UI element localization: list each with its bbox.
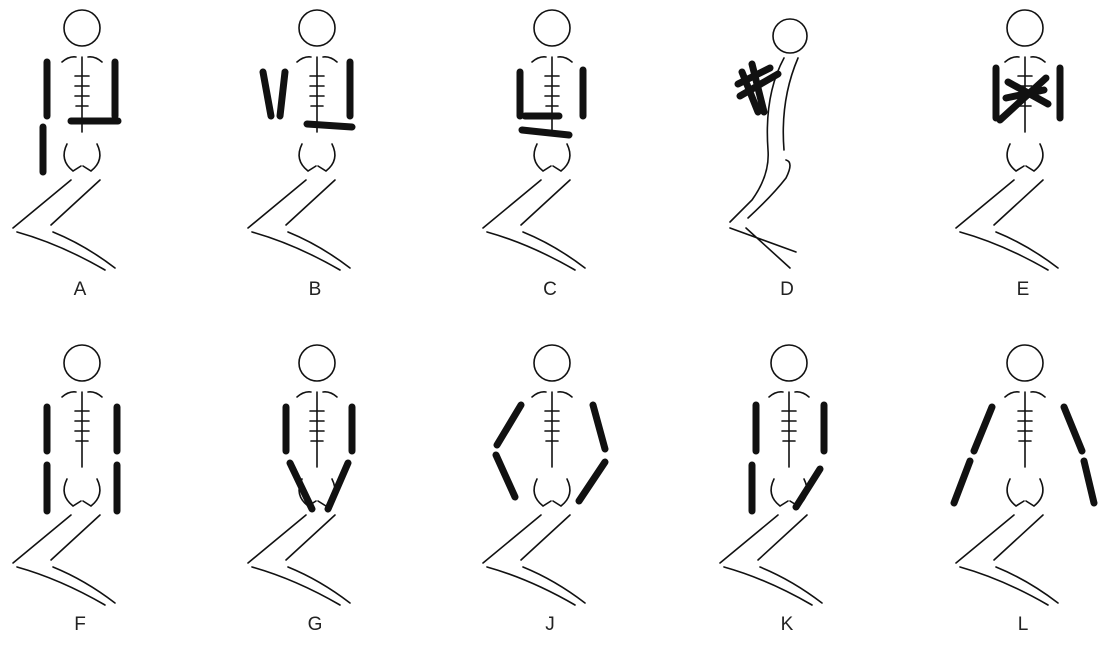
- skeleton-outline: [730, 19, 807, 268]
- panel-label: F: [5, 615, 155, 635]
- panel-j: both arms bent, forearms angled toward t…: [475, 335, 625, 635]
- arm-bones: [263, 62, 352, 127]
- skeleton-c: right arm along side with forearm across…: [475, 0, 625, 270]
- panel-label: D: [712, 280, 862, 300]
- panel-a: right arm straight along side; left fore…: [5, 0, 155, 300]
- skeleton-b: right arm slightly angled at side; left …: [240, 0, 390, 270]
- panel-g: both forearms angled inward over the pel…: [240, 335, 390, 635]
- panel-label: C: [475, 280, 625, 300]
- panel-d: side view, arms tightly flexed against u…: [712, 0, 862, 300]
- panel-label: A: [5, 280, 155, 300]
- skeleton-e: both forearms crossed over the chest: [948, 0, 1098, 270]
- skeleton-j: both arms bent, forearms angled toward t…: [475, 335, 625, 605]
- skeleton-k: right arm straight at side; left forearm…: [712, 335, 862, 605]
- panel-c: right arm along side with forearm across…: [475, 0, 625, 300]
- skeleton-a: right arm straight along side; left fore…: [5, 0, 155, 270]
- skeleton-outline: [956, 345, 1058, 605]
- panel-k: right arm straight at side; left forearm…: [712, 335, 862, 635]
- skeleton-outline: [13, 345, 115, 605]
- skeleton-outline: [483, 345, 585, 605]
- arm-bones: [496, 405, 605, 501]
- skeleton-outline: [956, 10, 1058, 270]
- skeleton-g: both forearms angled inward over the pel…: [240, 335, 390, 605]
- panel-label: K: [712, 615, 862, 635]
- panel-e: both forearms crossed over the chest E: [948, 0, 1098, 300]
- panel-b: right arm slightly angled at side; left …: [240, 0, 390, 300]
- skeleton-outline: [720, 345, 822, 605]
- panel-label: L: [948, 615, 1098, 635]
- skeleton-outline: [483, 10, 585, 270]
- arm-bones: [286, 407, 352, 509]
- panel-label: E: [948, 280, 1098, 300]
- panel-label: G: [240, 615, 390, 635]
- skeleton-d: side view, arms tightly flexed against u…: [712, 0, 862, 270]
- skeleton-l: both arms extended diagonally outward aw…: [948, 335, 1098, 605]
- skeleton-outline: [13, 10, 115, 270]
- skeleton-outline: [248, 10, 350, 270]
- skeleton-f: both arms extended straight along the si…: [5, 335, 155, 605]
- arm-bones: [43, 62, 118, 172]
- panel-f: both arms extended straight along the si…: [5, 335, 155, 635]
- panel-l: both arms extended diagonally outward aw…: [948, 335, 1098, 635]
- panel-label: B: [240, 280, 390, 300]
- panel-label: J: [475, 615, 625, 635]
